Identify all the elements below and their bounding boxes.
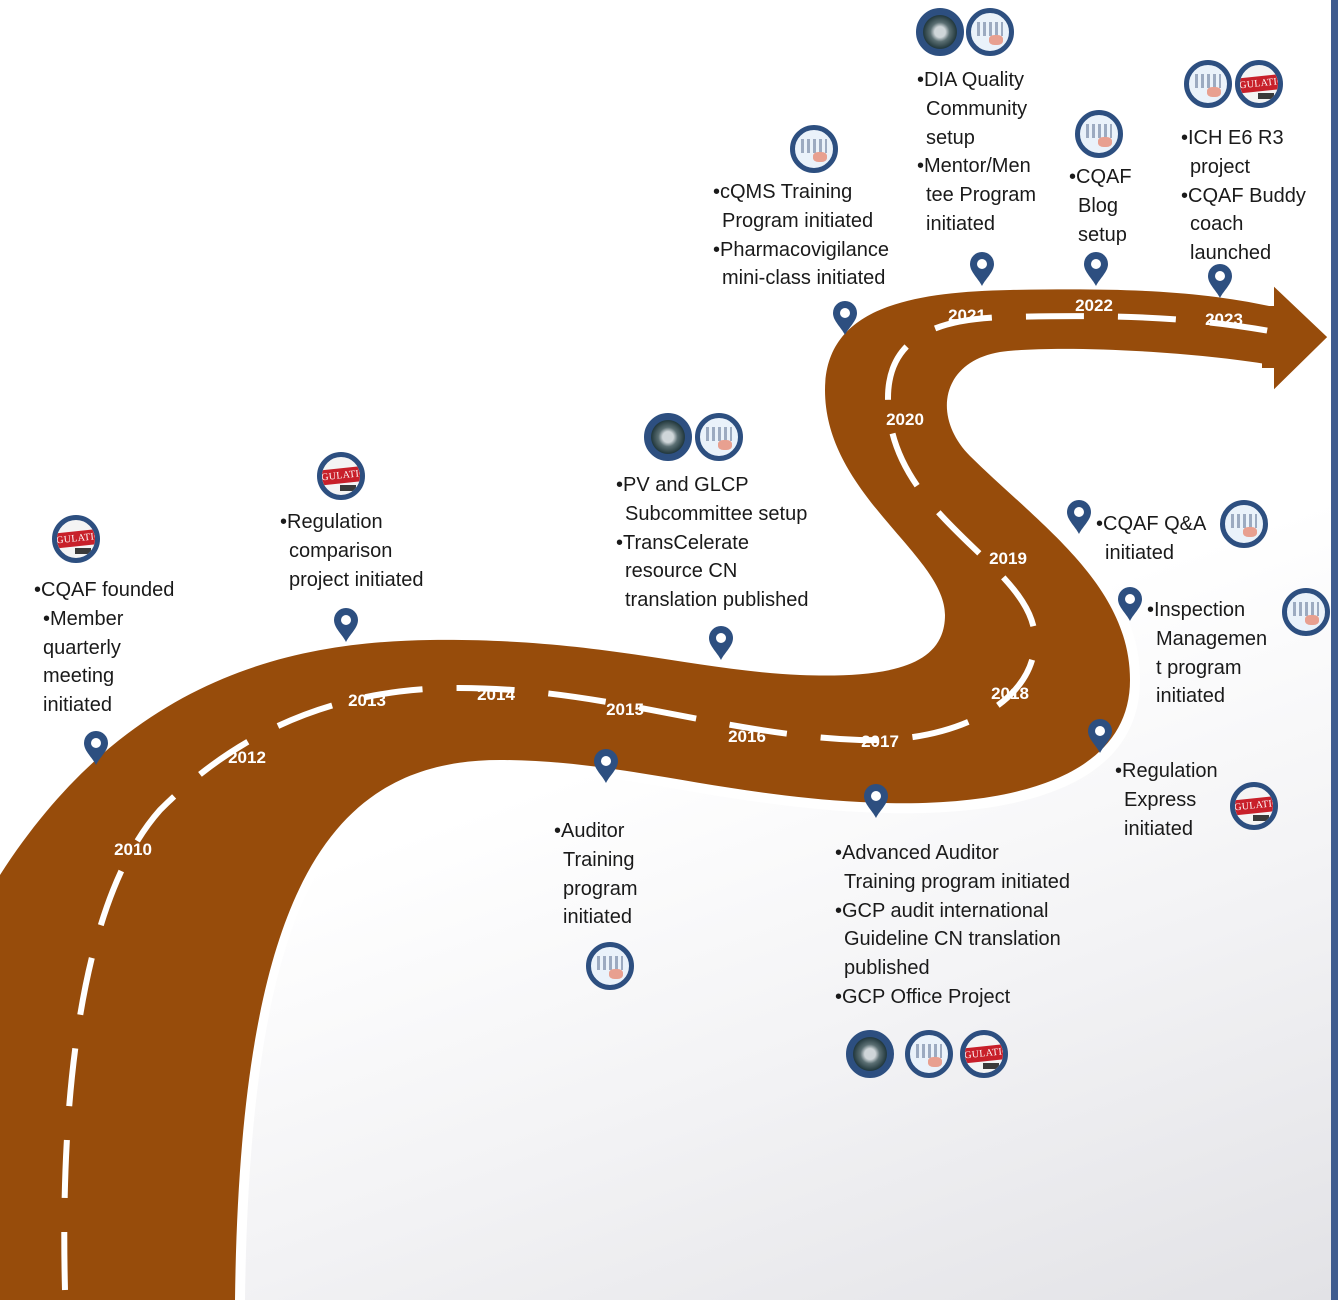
globe-icon bbox=[644, 413, 692, 461]
year-label-2014: 2014 bbox=[477, 685, 515, 704]
year-label-2018: 2018 bbox=[991, 684, 1029, 703]
road-center-line bbox=[61, 313, 1276, 1291]
year-label-2013: 2013 bbox=[348, 691, 386, 710]
location-pin-icon bbox=[709, 626, 733, 660]
milestone-2021: •DIA Quality Community setup •Mentor/Men… bbox=[917, 69, 1037, 235]
sketch-icon bbox=[586, 942, 634, 990]
year-label-2019: 2019 bbox=[989, 549, 1027, 568]
milestone-2020: •cQMS Training Program initiated •Pharma… bbox=[713, 181, 889, 290]
location-pin-icon bbox=[864, 784, 888, 818]
milestone-2015: •Auditor Training program initiated bbox=[554, 820, 638, 929]
milestone-2023: •ICH E6 R3 project •CQAF Buddy coach lau… bbox=[1181, 127, 1306, 265]
location-pin-icon bbox=[594, 749, 618, 783]
regulation-icon: GULATIO bbox=[960, 1030, 1008, 1078]
year-label-2022: 2022 bbox=[1075, 296, 1113, 315]
location-pin-icon bbox=[334, 608, 358, 642]
road-body bbox=[0, 289, 1278, 1300]
sketch-icon bbox=[1220, 500, 1268, 548]
location-pin-icon bbox=[84, 731, 108, 765]
year-label-2023: 2023 bbox=[1205, 310, 1243, 329]
regulation-icon: GULATIO bbox=[52, 515, 100, 563]
milestone-2017: •Advanced Auditor Training program initi… bbox=[835, 842, 1071, 1008]
regulation-icon: GULATIO bbox=[1230, 782, 1278, 830]
location-pin-icon bbox=[1208, 264, 1232, 298]
year-label-2016: 2016 bbox=[728, 727, 766, 746]
year-label-2015: 2015 bbox=[606, 700, 644, 719]
sketch-icon bbox=[790, 125, 838, 173]
location-pin-icon bbox=[1088, 719, 1112, 753]
year-label-2021: 2021 bbox=[948, 306, 986, 325]
sketch-icon bbox=[1075, 110, 1123, 158]
location-pin-icon bbox=[833, 301, 857, 335]
milestone-2019: •CQAF Q&A initiated bbox=[1096, 513, 1207, 564]
sketch-icon bbox=[1282, 588, 1330, 636]
regulation-icon: GULATIO bbox=[317, 452, 365, 500]
globe-icon bbox=[846, 1030, 894, 1078]
location-pin-icon bbox=[1118, 587, 1142, 621]
regulation-icon: GULATIO bbox=[1235, 60, 1283, 108]
milestone-2016: •PV and GLCP Subcommittee setup •TransCe… bbox=[616, 474, 809, 612]
right-accent-bar bbox=[1331, 0, 1338, 1300]
year-label-2020: 2020 bbox=[886, 410, 924, 429]
location-pin-icon bbox=[970, 252, 994, 286]
location-pin-icon bbox=[1084, 252, 1108, 286]
milestone-regulation-express: •Regulation Express initiated bbox=[1115, 760, 1218, 840]
sketch-icon bbox=[1184, 60, 1232, 108]
year-label-2012: 2012 bbox=[228, 748, 266, 767]
milestone-2010: •CQAF founded •Member quarterly meeting … bbox=[34, 579, 175, 717]
sketch-icon bbox=[905, 1030, 953, 1078]
milestone-inspection-management: •Inspection Managemen t program initiate… bbox=[1147, 599, 1268, 708]
location-pin-icon bbox=[1067, 500, 1091, 534]
sketch-icon bbox=[695, 413, 743, 461]
globe-icon bbox=[916, 8, 964, 56]
milestone-2022: •CQAF Blog setup bbox=[1069, 166, 1132, 246]
sketch-icon bbox=[966, 8, 1014, 56]
year-label-2017: 2017 bbox=[861, 732, 899, 751]
milestone-2013: •Regulation comparison project initiated bbox=[280, 511, 424, 591]
year-label-2010: 2010 bbox=[114, 840, 152, 859]
